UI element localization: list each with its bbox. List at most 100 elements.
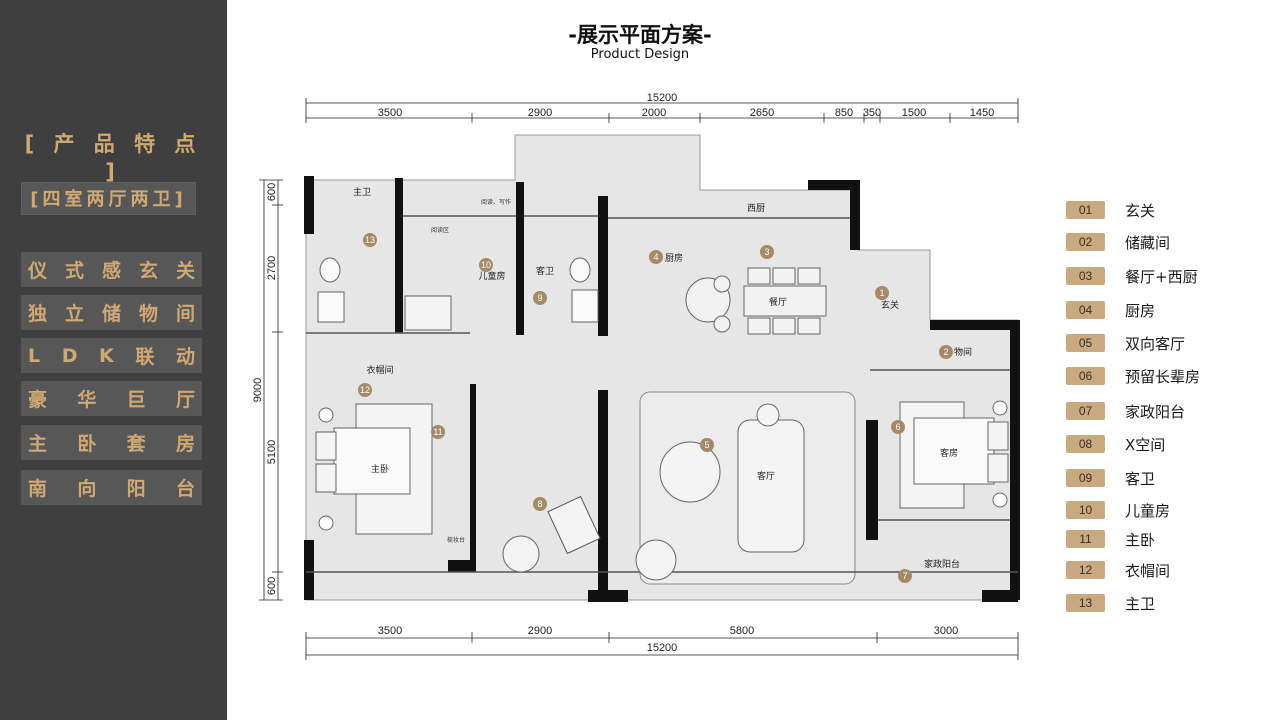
page-title: -展示平面方案- <box>568 23 712 47</box>
room-marker: 13 <box>365 235 375 245</box>
room-marker: 4 <box>653 252 658 262</box>
left-dim: 2700 <box>266 256 278 280</box>
left-dim: 600 <box>266 183 278 201</box>
legend-number: 03 <box>1066 267 1105 285</box>
legend-number: 06 <box>1066 367 1105 385</box>
room-label: 阅读区 <box>431 226 449 234</box>
legend-number: 01 <box>1066 201 1105 219</box>
left-dimensions <box>259 179 283 601</box>
legend-number: 10 <box>1066 501 1105 519</box>
bottom-dim: 3000 <box>934 625 958 637</box>
feature-char: 玄 <box>138 260 158 282</box>
feature-char: 关 <box>175 260 195 282</box>
feature-char: 联 <box>135 346 155 368</box>
kids-bed <box>404 295 452 331</box>
legend-label: 衣帽间 <box>1125 561 1171 580</box>
legend-label: 家政阳台 <box>1125 402 1186 421</box>
room-label: 儿童房 <box>478 270 505 282</box>
bottom-dim: 2900 <box>528 625 552 637</box>
room-marker: 9 <box>537 293 542 303</box>
feature-char: 立 <box>64 303 84 325</box>
legend-label: 儿童房 <box>1125 501 1171 520</box>
top-dim: 2900 <box>528 107 552 119</box>
dining-table <box>685 267 827 335</box>
legend-number: 02 <box>1066 233 1105 251</box>
room-label: 厨房 <box>665 252 683 264</box>
room-label: 玄关 <box>881 299 899 311</box>
living-furniture <box>502 403 805 581</box>
top-dim: 3500 <box>378 107 402 119</box>
room-marker: 6 <box>895 422 900 432</box>
feature-char: 豪 <box>28 389 48 411</box>
room-marker: 5 <box>704 440 709 450</box>
legend-label: 预留长辈房 <box>1125 367 1201 386</box>
feature-char: 间 <box>175 303 195 325</box>
bath-fixtures <box>317 257 599 323</box>
top-dim: 1450 <box>970 107 994 119</box>
top-dim: 2000 <box>642 107 666 119</box>
feature-char: 动 <box>175 346 195 368</box>
feature-item: 豪 华 巨 厅 <box>21 381 202 416</box>
legend-label: 玄关 <box>1125 201 1156 220</box>
feature-char: D <box>61 344 78 367</box>
bottom-total-dim: 15200 <box>647 642 678 654</box>
legend-label: 主卧 <box>1125 530 1156 549</box>
legend-row: 06 预留长辈房 <box>1066 366 1200 386</box>
legend-label: 双向客厅 <box>1125 334 1186 353</box>
legend-number: 13 <box>1066 594 1105 612</box>
feature-item: 南 向 阳 台 <box>21 470 202 505</box>
feature-char: 阳 <box>126 478 146 500</box>
room-label: 阅读、写作 <box>481 198 511 206</box>
guest-bed <box>899 400 1009 509</box>
top-dimensions <box>305 98 1019 123</box>
room-marker: 7 <box>902 571 907 581</box>
master-bed <box>315 403 433 535</box>
feature-char: 主 <box>28 433 48 455</box>
room-marker: 12 <box>360 385 370 395</box>
legend-label: X空间 <box>1125 435 1166 454</box>
feature-char: 物 <box>138 303 158 325</box>
page-subtitle: Product Design <box>590 47 690 62</box>
feature-item: 仪 式 感 玄 关 <box>21 252 202 287</box>
features-title: [ 产 品 特 点 ] <box>24 132 202 184</box>
top-dim: 1500 <box>902 107 926 119</box>
bottom-dimensions <box>305 632 1019 660</box>
feature-char: 式 <box>64 260 84 282</box>
legend-number: 08 <box>1066 435 1105 453</box>
sidebar: [ 产 品 特 点 ] [四室两厅两卫] 仪 式 感 玄 关 独 立 储 物 间… <box>0 0 227 720</box>
room-label: 西厨 <box>747 203 765 214</box>
feature-item: 独 立 储 物 间 <box>21 295 202 330</box>
feature-char: 南 <box>28 478 48 500</box>
legend-label: 储藏间 <box>1125 233 1171 252</box>
legend-number: 11 <box>1066 530 1105 548</box>
feature-char: 巨 <box>126 389 146 411</box>
legend-row: 05 双向客厅 <box>1066 333 1185 353</box>
features-subtitle: [四室两厅两卫] <box>21 182 196 215</box>
feature-char: 储 <box>101 303 121 325</box>
room-label: 客卫 <box>536 265 554 277</box>
feature-char: 卧 <box>77 433 97 455</box>
legend-number: 05 <box>1066 334 1105 352</box>
left-dim: 600 <box>266 577 278 595</box>
legend-label: 餐厅+西厨 <box>1125 267 1198 286</box>
legend-label: 主卫 <box>1125 594 1156 613</box>
top-dim: 850 <box>835 107 853 119</box>
room-marker: 1 <box>879 288 884 298</box>
feature-item: L D K 联 动 <box>21 338 202 373</box>
bottom-dim: 5800 <box>730 625 754 637</box>
room-marker: 10 <box>481 260 491 270</box>
legend-label: 客卫 <box>1125 469 1156 488</box>
legend-number: 09 <box>1066 469 1105 487</box>
legend-row: 01 玄关 <box>1066 200 1155 220</box>
walls <box>304 176 1020 602</box>
bottom-dim: 3500 <box>378 625 402 637</box>
room-label: 主卧 <box>371 463 389 475</box>
legend-row: 09 客卫 <box>1066 468 1155 488</box>
legend-row: 13 主卫 <box>1066 593 1155 613</box>
room-markers: 1 2 3 4 5 6 7 8 9 10 11 12 13 <box>358 233 953 583</box>
feature-char: 华 <box>77 389 97 411</box>
legend-row: 10 儿童房 <box>1066 500 1170 520</box>
top-dim: 350 <box>863 107 881 119</box>
